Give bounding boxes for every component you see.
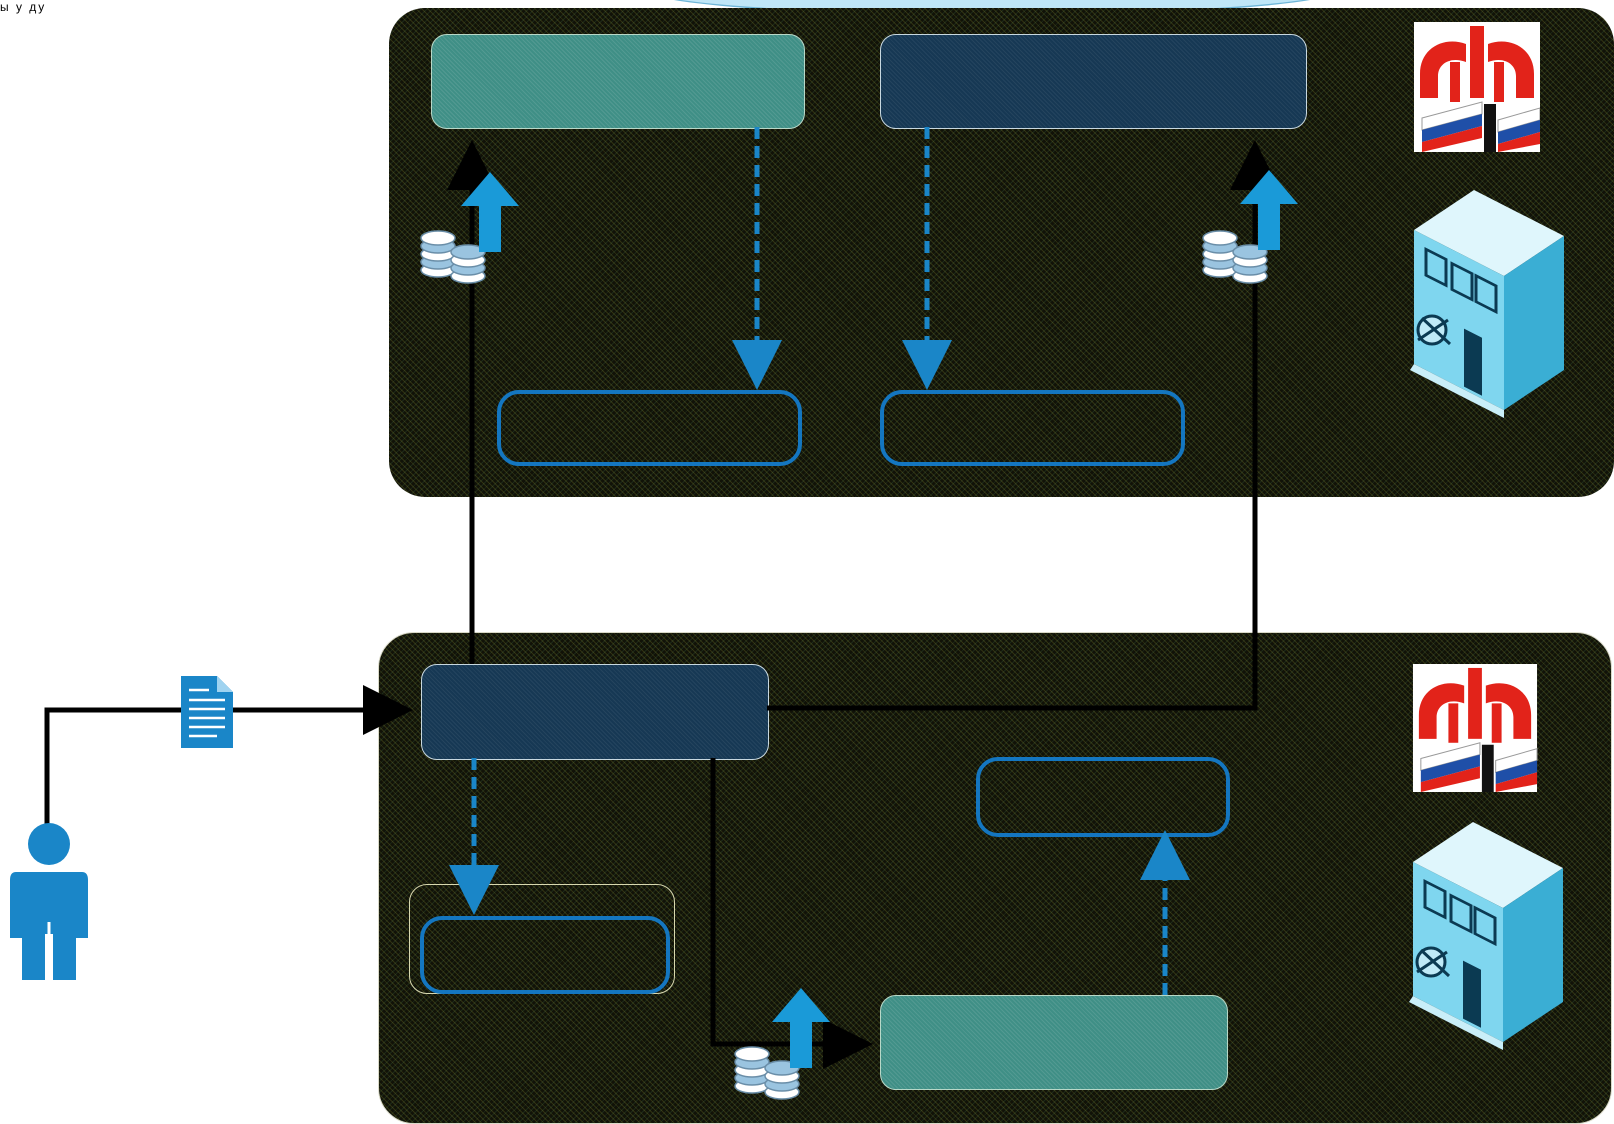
flow-line-from-person bbox=[44, 685, 413, 825]
flow-line-to-bottom-right bbox=[710, 758, 873, 1069]
top-left-process-block bbox=[431, 34, 805, 129]
coin-stack-icon bbox=[1202, 230, 1268, 284]
coin-stack-icon bbox=[420, 230, 486, 284]
bottom-right-process-block bbox=[880, 995, 1228, 1090]
top-right-process-block bbox=[880, 34, 1307, 129]
document-icon bbox=[181, 676, 233, 748]
top-left-output-block bbox=[497, 390, 802, 466]
up-arrow-icon bbox=[1240, 170, 1298, 250]
bottom-intake-process-block bbox=[421, 664, 769, 760]
corner-caption: ы у ду bbox=[0, 0, 47, 14]
bottom-right-output-block bbox=[976, 757, 1230, 837]
coin-stack-icon bbox=[734, 1046, 800, 1100]
pfr-logo-icon bbox=[1414, 22, 1540, 152]
up-arrow-icon bbox=[461, 172, 519, 252]
flow-line-to-top-right bbox=[767, 140, 1280, 711]
bottom-left-output-block bbox=[420, 916, 670, 994]
building-icon bbox=[1409, 822, 1563, 1050]
person-icon bbox=[10, 823, 88, 980]
up-arrow-icon bbox=[772, 988, 830, 1068]
building-icon bbox=[1410, 190, 1564, 418]
pfr-logo-icon bbox=[1412, 664, 1538, 792]
top-right-output-block bbox=[880, 390, 1185, 466]
